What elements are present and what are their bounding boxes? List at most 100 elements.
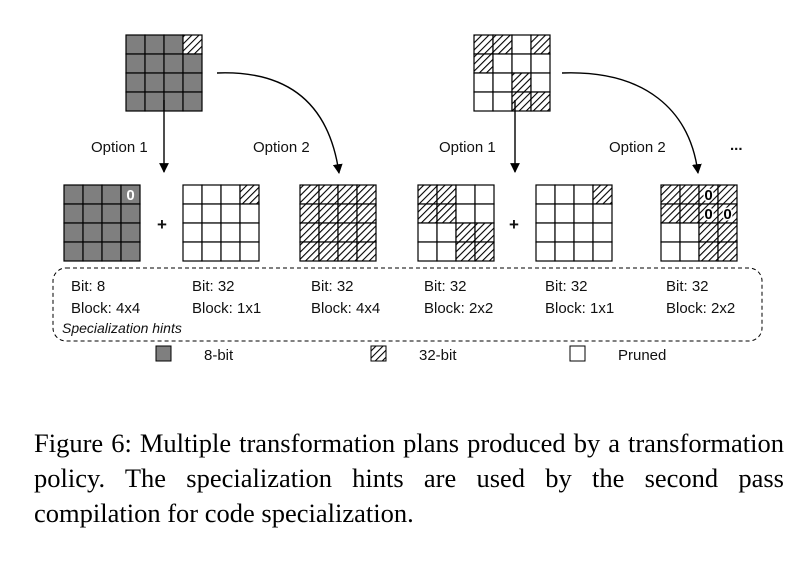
grid-cell <box>318 241 339 262</box>
grid-cell <box>492 34 513 55</box>
plan-grid-5 <box>535 184 613 262</box>
grid-cell <box>679 184 700 205</box>
grid-cell <box>63 184 84 205</box>
grid-cell <box>573 241 594 262</box>
grid-cell <box>299 222 320 243</box>
hint-plan-5: Bit: 32 Block: 1x1 <box>545 278 614 317</box>
grid-cell <box>573 184 594 205</box>
option-2-arrow-right <box>561 72 702 174</box>
hint-block-4: Block: 2x2 <box>424 300 493 317</box>
grid-cell <box>455 203 476 224</box>
grid-cell <box>239 241 260 262</box>
grid-cell <box>554 222 575 243</box>
grid-cell <box>679 222 700 243</box>
grid-cell <box>554 241 575 262</box>
grid-cell <box>220 184 241 205</box>
legend: 8-bit 32-bit Pruned <box>155 345 666 364</box>
grid-cell <box>474 222 495 243</box>
grid-cell <box>679 241 700 262</box>
grid-cell <box>530 53 551 74</box>
grid-cell <box>417 184 438 205</box>
grid-cell <box>592 241 613 262</box>
grid-cell <box>717 184 738 205</box>
grid-cell <box>511 72 532 93</box>
grid-cell <box>318 203 339 224</box>
plan-grid-2 <box>182 184 260 262</box>
grid-cell <box>299 184 320 205</box>
grid-cell <box>120 203 141 224</box>
hint-bit-3: Bit: 32 <box>311 278 354 295</box>
grid-cell <box>82 222 103 243</box>
option-label-2: Option 2 <box>253 139 310 156</box>
legend-label-8-bit: 8-bit <box>204 347 234 364</box>
grid-cell <box>473 53 494 74</box>
grid-cell <box>554 184 575 205</box>
plus-sign-right: + <box>509 215 519 234</box>
grid-cell <box>474 241 495 262</box>
plan-grid-3 <box>299 184 377 262</box>
plan-grid-1: 0 <box>63 184 141 262</box>
hint-plan-3: Bit: 32 Block: 4x4 <box>311 278 380 317</box>
grid-cell <box>220 222 241 243</box>
grid-cell <box>698 222 719 243</box>
zero-marker: 0 <box>723 206 731 223</box>
grid-cell <box>417 222 438 243</box>
zero-marker: 0 <box>704 187 712 204</box>
plan-grid-4 <box>417 184 495 262</box>
grid-cell <box>101 203 122 224</box>
legend-label-32-bit: 32-bit <box>419 347 457 364</box>
grid-cell <box>82 184 103 205</box>
hint-plan-4: Bit: 32 Block: 2x2 <box>424 278 493 317</box>
grid-cell <box>530 72 551 93</box>
grid-cell <box>144 91 165 112</box>
option-label-1: Option 1 <box>91 139 148 156</box>
grid-cell <box>120 241 141 262</box>
grid-cell <box>63 222 84 243</box>
grid-cell <box>239 222 260 243</box>
hint-block-1: Block: 4x4 <box>71 300 140 317</box>
grid-cell <box>474 203 495 224</box>
grid-cell <box>337 222 358 243</box>
grid-cell <box>82 203 103 224</box>
grid-cell <box>492 91 513 112</box>
grid-cell <box>82 241 103 262</box>
legend-swatch-32-bit <box>370 345 387 362</box>
grid-cell <box>163 34 184 55</box>
grid-cell <box>101 241 122 262</box>
grid-cell <box>417 203 438 224</box>
grid-cell <box>182 222 203 243</box>
grid-cell <box>239 203 260 224</box>
grid-cell <box>125 91 146 112</box>
grid-cell <box>182 72 203 93</box>
grid-cell <box>455 184 476 205</box>
grid-cell <box>120 222 141 243</box>
grid-cell <box>660 184 681 205</box>
grid-cell <box>573 203 594 224</box>
legend-swatch-8-bit <box>155 345 172 362</box>
grid-cell <box>356 203 377 224</box>
grid-cell <box>63 241 84 262</box>
grid-cell <box>592 184 613 205</box>
grid-cell <box>592 203 613 224</box>
grid-cell <box>530 91 551 112</box>
grid-cell <box>163 53 184 74</box>
hint-bit-2: Bit: 32 <box>192 278 235 295</box>
zero-marker: 0 <box>126 187 134 204</box>
source-grid-left <box>125 34 203 112</box>
grid-cell <box>356 222 377 243</box>
grid-cell <box>318 222 339 243</box>
grid-cell <box>535 222 556 243</box>
grid-cell <box>299 241 320 262</box>
grid-cell <box>239 184 260 205</box>
grid-cell <box>337 203 358 224</box>
grid-cell <box>220 241 241 262</box>
hint-block-6: Block: 2x2 <box>666 300 735 317</box>
figure-caption: Figure 6: Multiple transformation plans … <box>34 428 784 528</box>
grid-cell <box>492 53 513 74</box>
grid-cell <box>337 184 358 205</box>
grid-cell <box>182 53 203 74</box>
grid-cell <box>356 184 377 205</box>
